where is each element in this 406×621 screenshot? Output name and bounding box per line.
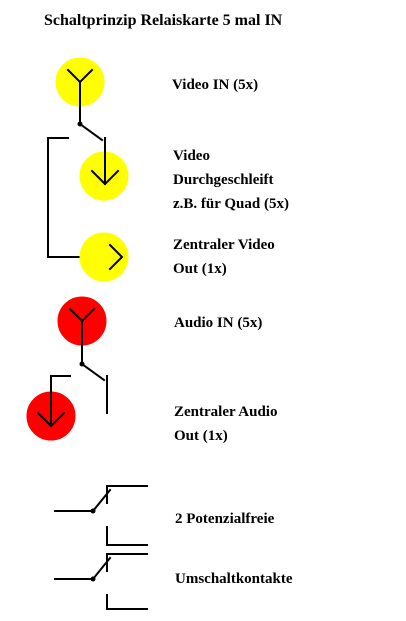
video-looped-jack bbox=[79, 137, 129, 201]
audio-out-label: Zentraler Audio Out (1x) bbox=[174, 404, 278, 444]
page-title: Schaltprinzip Relaiskarte 5 mal IN bbox=[44, 12, 283, 29]
audio-in-label: Audio IN (5x) bbox=[174, 315, 263, 331]
video-in-jack bbox=[55, 57, 105, 125]
video-out-jack bbox=[79, 232, 129, 282]
video-out-label: Zentraler Video Out (1x) bbox=[173, 237, 275, 277]
contacts-label-line1: 2 Potenzialfreie bbox=[175, 511, 275, 527]
video-looped-label: Video Durchgeschleift z.B. für Quad (5x) bbox=[173, 148, 289, 212]
changeover-contact-1 bbox=[54, 485, 148, 546]
video-relay-contact bbox=[77, 121, 104, 142]
video-in-label: Video IN (5x) bbox=[172, 77, 259, 93]
audio-relay-contact bbox=[50, 361, 108, 414]
changeover-contact-2 bbox=[54, 553, 148, 610]
audio-out-jack bbox=[26, 375, 76, 441]
contacts-label-line2: Umschaltkontakte bbox=[175, 571, 293, 587]
audio-in-jack bbox=[57, 296, 107, 365]
